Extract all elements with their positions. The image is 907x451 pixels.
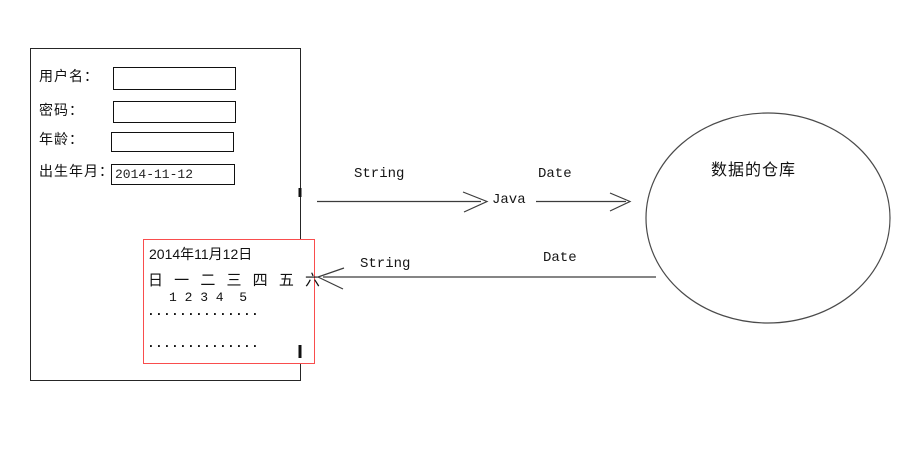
username-label: 用户名： bbox=[39, 68, 99, 84]
password-input[interactable] bbox=[113, 101, 236, 123]
request-string-label: String bbox=[354, 166, 405, 182]
form-panel: 用户名： 密码： 年龄： 出生年月： 2014年11月12日 日 一 二 三 四… bbox=[30, 48, 320, 381]
database-ellipse bbox=[645, 112, 891, 324]
arrow-java-to-database bbox=[536, 192, 632, 212]
password-label: 密码： bbox=[39, 102, 84, 118]
calendar-dots-row-1: .............. bbox=[147, 304, 260, 319]
arrow-string-to-java bbox=[317, 191, 489, 213]
response-string-label: String bbox=[360, 256, 411, 272]
calendar-title: 2014年11月12日 bbox=[149, 246, 253, 262]
birthdate-label: 出生年月： bbox=[39, 163, 114, 179]
calendar-dates-row: 1 2 3 4 5 bbox=[169, 290, 248, 305]
calendar-day-headers: 日 一 二 三 四 五 六 bbox=[148, 272, 321, 289]
birthdate-input[interactable] bbox=[111, 164, 235, 185]
database-label: 数据的仓库 bbox=[711, 162, 797, 179]
request-date-label: Date bbox=[538, 166, 572, 182]
calendar-dots-row-2: .............. bbox=[147, 336, 260, 351]
username-input[interactable] bbox=[113, 67, 236, 90]
age-input[interactable] bbox=[111, 132, 234, 152]
response-date-label: Date bbox=[543, 250, 577, 266]
calendar-popup: 2014年11月12日 日 一 二 三 四 五 六 1 2 3 4 5 ....… bbox=[143, 239, 320, 364]
java-label: Java bbox=[492, 192, 526, 208]
age-label: 年龄： bbox=[39, 131, 84, 147]
